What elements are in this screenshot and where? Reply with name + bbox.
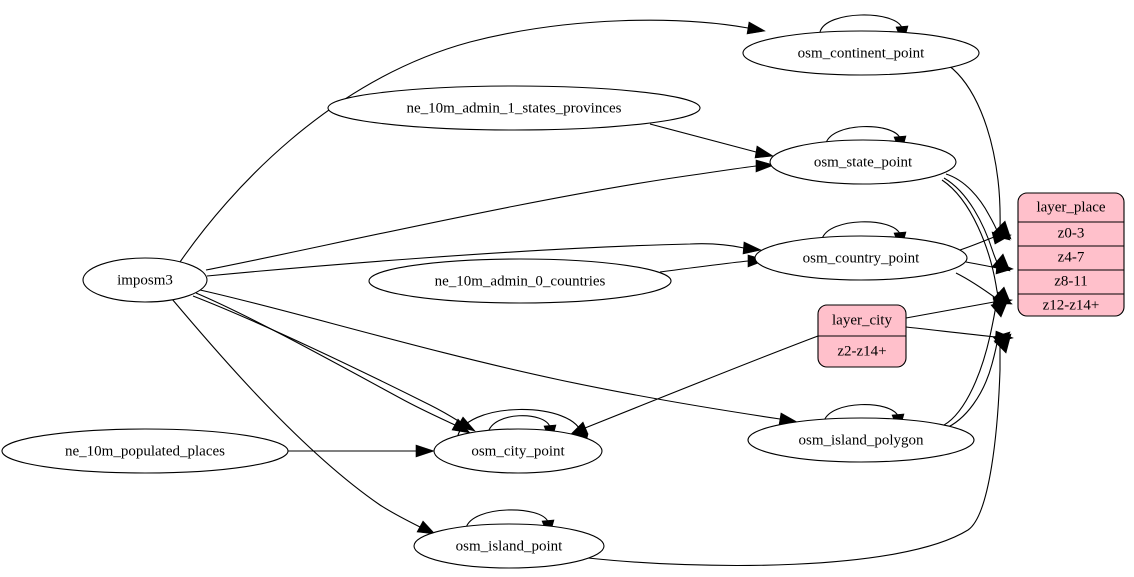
node-osm_continent_point[interactable]: osm_continent_point: [742, 30, 980, 76]
edge-layer_city-to-layer_place-z12-z14: [905, 326, 1014, 344]
edge-imposm3-to-osm_island_point: [171, 298, 436, 535]
edge-layer_city-to-osm_city_point: [569, 335, 819, 436]
edge-layer: [171, 14, 1014, 567]
record-row-layer_city-header: layer_city: [832, 312, 892, 328]
record-row-layer_place-z0-3[interactable]: z0-3: [1058, 225, 1085, 241]
node-label-ne-states: ne_10m_admin_1_states_provinces: [407, 100, 622, 116]
edge-imposm3-to-osm_city_point: [192, 295, 476, 432]
edge-osm_continent_point-to-layer_place-z0-3: [947, 64, 1012, 240]
record-row-layer_place-header: layer_place: [1036, 199, 1105, 215]
node-osm_city_point[interactable]: osm_city_point: [433, 428, 603, 474]
node-ne_10m_populated_places[interactable]: ne_10m_populated_places: [1, 428, 289, 474]
node-label-imposm3: imposm3: [117, 272, 173, 288]
node-osm_state_point[interactable]: osm_state_point: [769, 139, 957, 185]
node-label-ne-populated: ne_10m_populated_places: [65, 443, 225, 459]
record-node-layer_city[interactable]: layer_city z2-z14+: [817, 304, 907, 368]
edge-imposm3-to-osm_island_polygon: [199, 289, 798, 426]
edge-imposm3-to-osm_city_point-secondary: [195, 292, 471, 434]
edge-ne_states-to-osm_state_point: [649, 123, 774, 159]
record-row-layer_city-z2-z14[interactable]: z2-z14+: [837, 343, 886, 359]
node-label-osm-island-point: osm_island_point: [456, 538, 564, 554]
edge-imposm3-to-osm_country_point: [206, 241, 762, 277]
node-imposm3[interactable]: imposm3: [82, 257, 208, 303]
record-row-layer_place-z8-11[interactable]: z8-11: [1054, 273, 1088, 289]
node-label-ne-countries: ne_10m_admin_0_countries: [435, 273, 606, 289]
node-ne_10m_admin_0_countries[interactable]: ne_10m_admin_0_countries: [368, 258, 672, 304]
node-osm_island_polygon[interactable]: osm_island_polygon: [747, 417, 975, 463]
node-ne_10m_admin_1_states_provinces[interactable]: ne_10m_admin_1_states_provinces: [327, 85, 701, 131]
node-layer: imposm3 ne_10m_admin_1_states_provinces …: [1, 30, 980, 569]
node-label-osm-country-point: osm_country_point: [803, 250, 920, 266]
edge-ne_countries-to-osm_country_point: [659, 254, 767, 273]
node-osm_country_point[interactable]: osm_country_point: [754, 235, 968, 281]
record-row-layer_place-z12-z14[interactable]: z12-z14+: [1043, 297, 1100, 313]
node-label-osm-city-point: osm_city_point: [471, 443, 565, 459]
edge-osm_country_point-to-layer_place-z0-3: [959, 231, 1012, 251]
edge-osm_country_point-to-layer_place-z4-7: [965, 261, 1014, 275]
record-node-layer_place[interactable]: layer_place z0-3 z4-7 z8-11 z12-z14+: [1017, 192, 1125, 317]
edge-ne_populated-to-osm_city_point: [288, 444, 435, 458]
node-label-osm-continent-point: osm_continent_point: [798, 45, 925, 61]
node-osm_island_point[interactable]: osm_island_point: [413, 523, 605, 569]
edge-imposm3-to-osm_continent_point: [179, 19, 766, 263]
edge-imposm3-to-osm_state_point: [205, 159, 775, 271]
node-label-osm-island-polygon: osm_island_polygon: [798, 432, 924, 448]
edge-layer_city-to-layer_place-z8-11: [905, 296, 1014, 319]
record-row-layer_place-z4-7[interactable]: z4-7: [1058, 249, 1085, 265]
node-label-osm-state-point: osm_state_point: [814, 154, 913, 170]
